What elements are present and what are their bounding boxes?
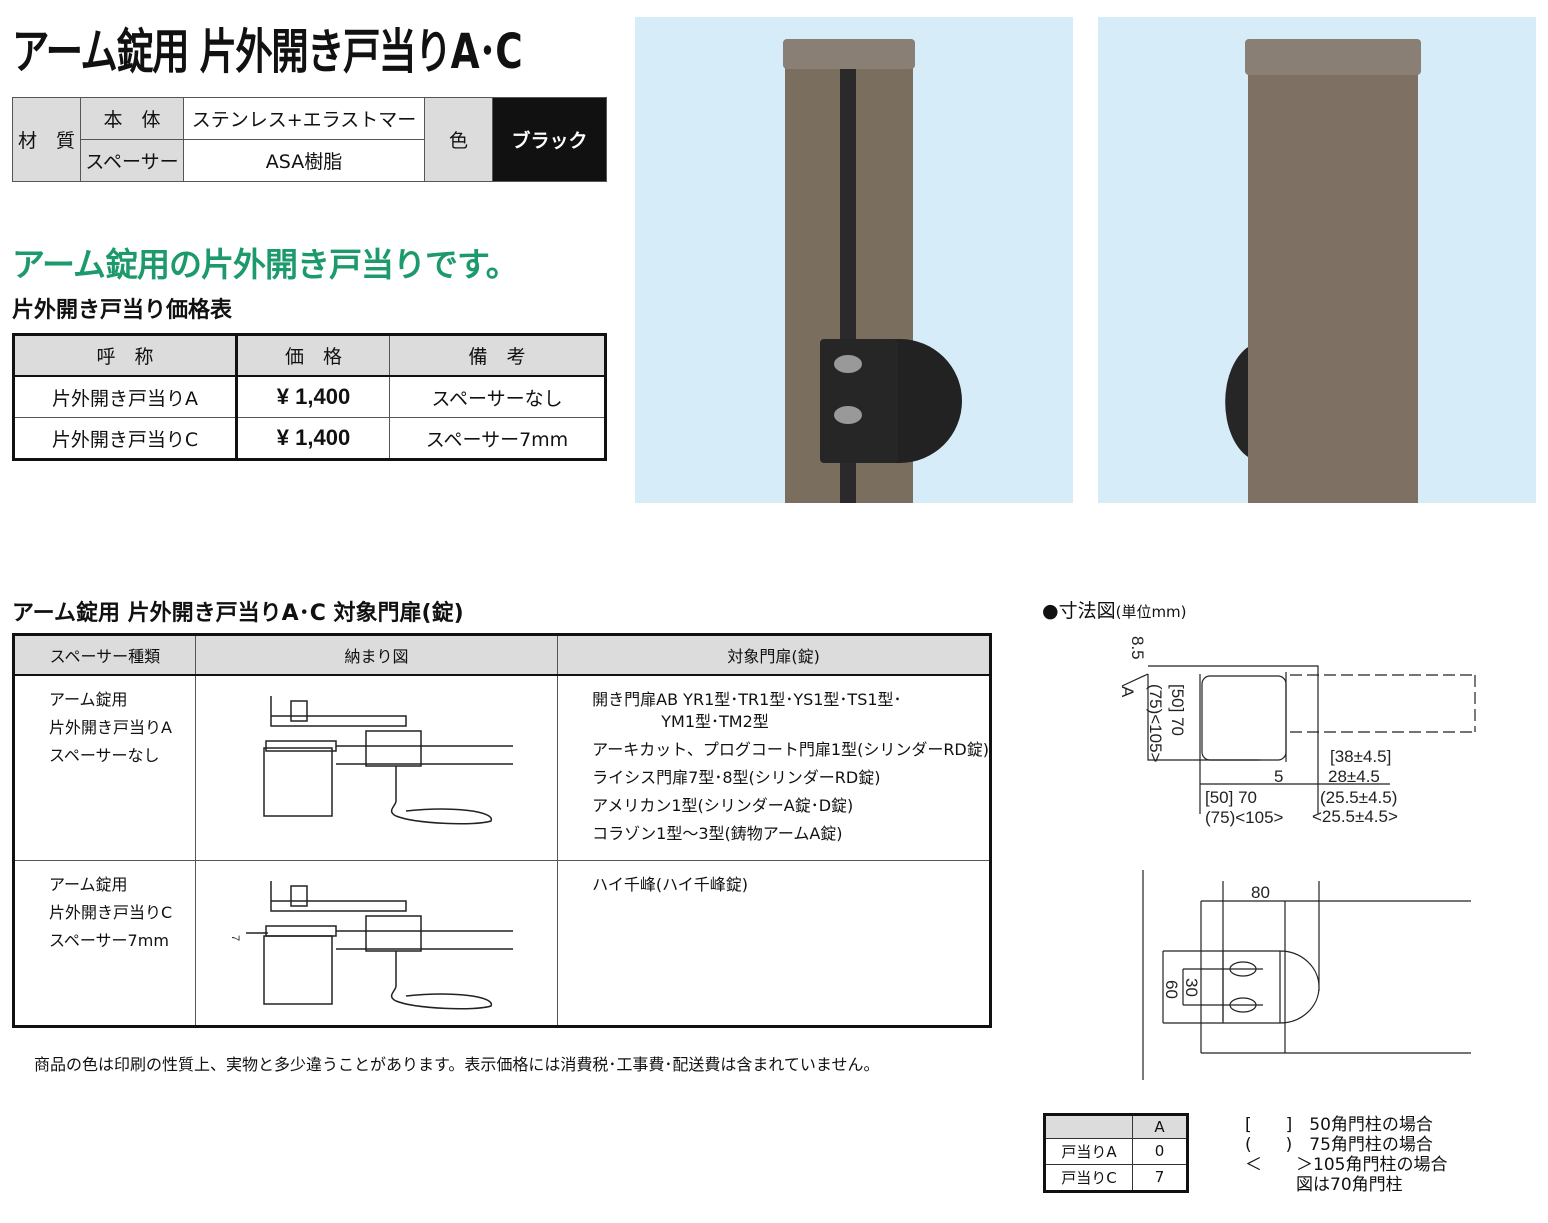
dimension-front-view: 80 60 30 [1142, 870, 1471, 1080]
gate-item: YM1型･TM2型 [592, 711, 769, 731]
gate-item: ハイ千峰(ハイ千峰錠) [592, 874, 749, 894]
cell: ¥ 1,400 [236, 375, 390, 419]
type-line: 片外開き戸当りC [49, 902, 173, 922]
fit-diagram-c: 7 [194, 859, 559, 1027]
legend-line: 図は70角門柱 [1245, 1175, 1403, 1195]
dim-label: <25.5±4.5> [1312, 807, 1398, 826]
header-spacer: スペーサー種類 [13, 634, 196, 676]
dim-label: [50] 70 [1205, 788, 1257, 807]
header-diagram: 納まり図 [194, 634, 559, 676]
type-line: スペーサーなし [49, 745, 160, 765]
header-price: 価 格 [236, 334, 390, 378]
body-value: ステンレス+エラストマー [183, 97, 425, 140]
type-line: アーム錠用 [49, 874, 128, 894]
dim-label: [38±4.5] [1330, 747, 1391, 766]
cell: スペーサー7mm [389, 417, 606, 460]
dim-label: 30 [1182, 978, 1201, 997]
disclaimer-note: 商品の色は印刷の性質上、実物と多少違うことがあります。表示価格には消費税･工事費… [34, 1055, 880, 1074]
legend-line: ( ) 75角門柱の場合 [1245, 1135, 1433, 1155]
spacer-label: スペーサー [80, 139, 184, 182]
header-a: A [1132, 1114, 1188, 1139]
dimension-heading: ●寸法図(単位mm) [1042, 596, 1187, 623]
dimension-top-view: 8.5 A [50] 70 (75)<105> 5 [50] 70 (75)<1… [1118, 636, 1476, 827]
product-photo-front [635, 17, 1073, 503]
legend-line: [ ] 50角門柱の場合 [1245, 1115, 1433, 1135]
gate-item: アメリカン1型(シリンダーA錠･D錠) [592, 795, 854, 815]
cell: 戸当りA [1044, 1137, 1133, 1165]
cell: 0 [1132, 1137, 1188, 1165]
gate-item: ライシス門扉7型･8型(シリンダーRD錠) [592, 767, 881, 787]
cell: 片外開き戸当りC [13, 417, 238, 460]
legend-line: ＜ ＞105角門柱の場合 [1245, 1155, 1448, 1175]
cell: 7 [1132, 1163, 1188, 1193]
fit-diagram-a [194, 674, 559, 861]
dimension-title: ●寸法図 [1042, 600, 1116, 622]
page-title: アーム錠用 片外開き戸当りA･C [12, 24, 523, 80]
cell: 戸当りC [1044, 1163, 1133, 1193]
cell: ¥ 1,400 [236, 417, 390, 460]
dim-label: 28±4.5 [1328, 767, 1380, 786]
color-label: 色 [424, 97, 493, 182]
type-line: アーム錠用 [49, 689, 128, 709]
body-label: 本 体 [80, 97, 184, 140]
spacer-dimension: 7 [229, 935, 241, 941]
material-label: 材 質 [12, 97, 81, 182]
dim-label: [50] 70 [1168, 684, 1187, 736]
dim-label: (75)<105> [1146, 684, 1165, 763]
cell: スペーサーなし [389, 375, 606, 419]
gate-item: コラゾン1型〜3型(鋳物アームA錠) [592, 823, 843, 843]
type-line: 片外開き戸当りA [49, 717, 172, 737]
header-gates: 対象門扉(錠) [557, 634, 991, 676]
product-photo-side [1098, 17, 1536, 503]
gate-item: アーキカット、プログコート門扉1型(シリンダーRD錠) [592, 739, 989, 759]
color-value: ブラック [492, 97, 607, 182]
gate-item: 開き門扉AB YR1型･TR1型･YS1型･TS1型･ [592, 689, 902, 709]
target-table: スペーサー種類納まり図対象門扉(錠) アーム錠用片外開き戸当りA スペーサーなし … [12, 633, 992, 1028]
bracket-legend: [ ] 50角門柱の場合( ) 75角門柱の場合＜ ＞105角門柱の場合 図は7… [1245, 1115, 1447, 1195]
header-name: 呼 称 [13, 334, 238, 378]
spacer-value: ASA樹脂 [183, 139, 425, 182]
dim-label: (25.5±4.5) [1320, 788, 1397, 807]
type-line: スペーサー7mm [49, 930, 169, 950]
dim-label: 5 [1274, 767, 1283, 786]
dim-label: (75)<105> [1205, 808, 1284, 827]
dim-label: 60 [1162, 980, 1181, 999]
dim-label: 80 [1251, 883, 1270, 902]
dimension-unit: (単位mm) [1115, 603, 1187, 621]
target-heading: アーム錠用 片外開き戸当りA･C 対象門扉(錠) [12, 601, 464, 626]
header-remarks: 備 考 [389, 334, 606, 378]
table-row: アーム錠用片外開き戸当りC スペーサー7mm 7 ハイ千峰(ハイ千峰錠) [13, 859, 991, 1027]
dim-label: A [1118, 686, 1137, 698]
cell: 片外開き戸当りA [13, 375, 238, 419]
price-heading: 片外開き戸当り価格表 [12, 298, 233, 323]
tagline: アーム錠用の片外開き戸当りです。 [12, 245, 519, 284]
dim-label: 8.5 [1128, 636, 1147, 660]
table-row: アーム錠用片外開き戸当りA スペーサーなし 開き門扉AB YR1型･TR1型･YS… [13, 674, 991, 861]
spec-table: 材 質 本 体 ステンレス+エラストマー 色 ブラック スペーサー ASA樹脂 [12, 97, 607, 182]
